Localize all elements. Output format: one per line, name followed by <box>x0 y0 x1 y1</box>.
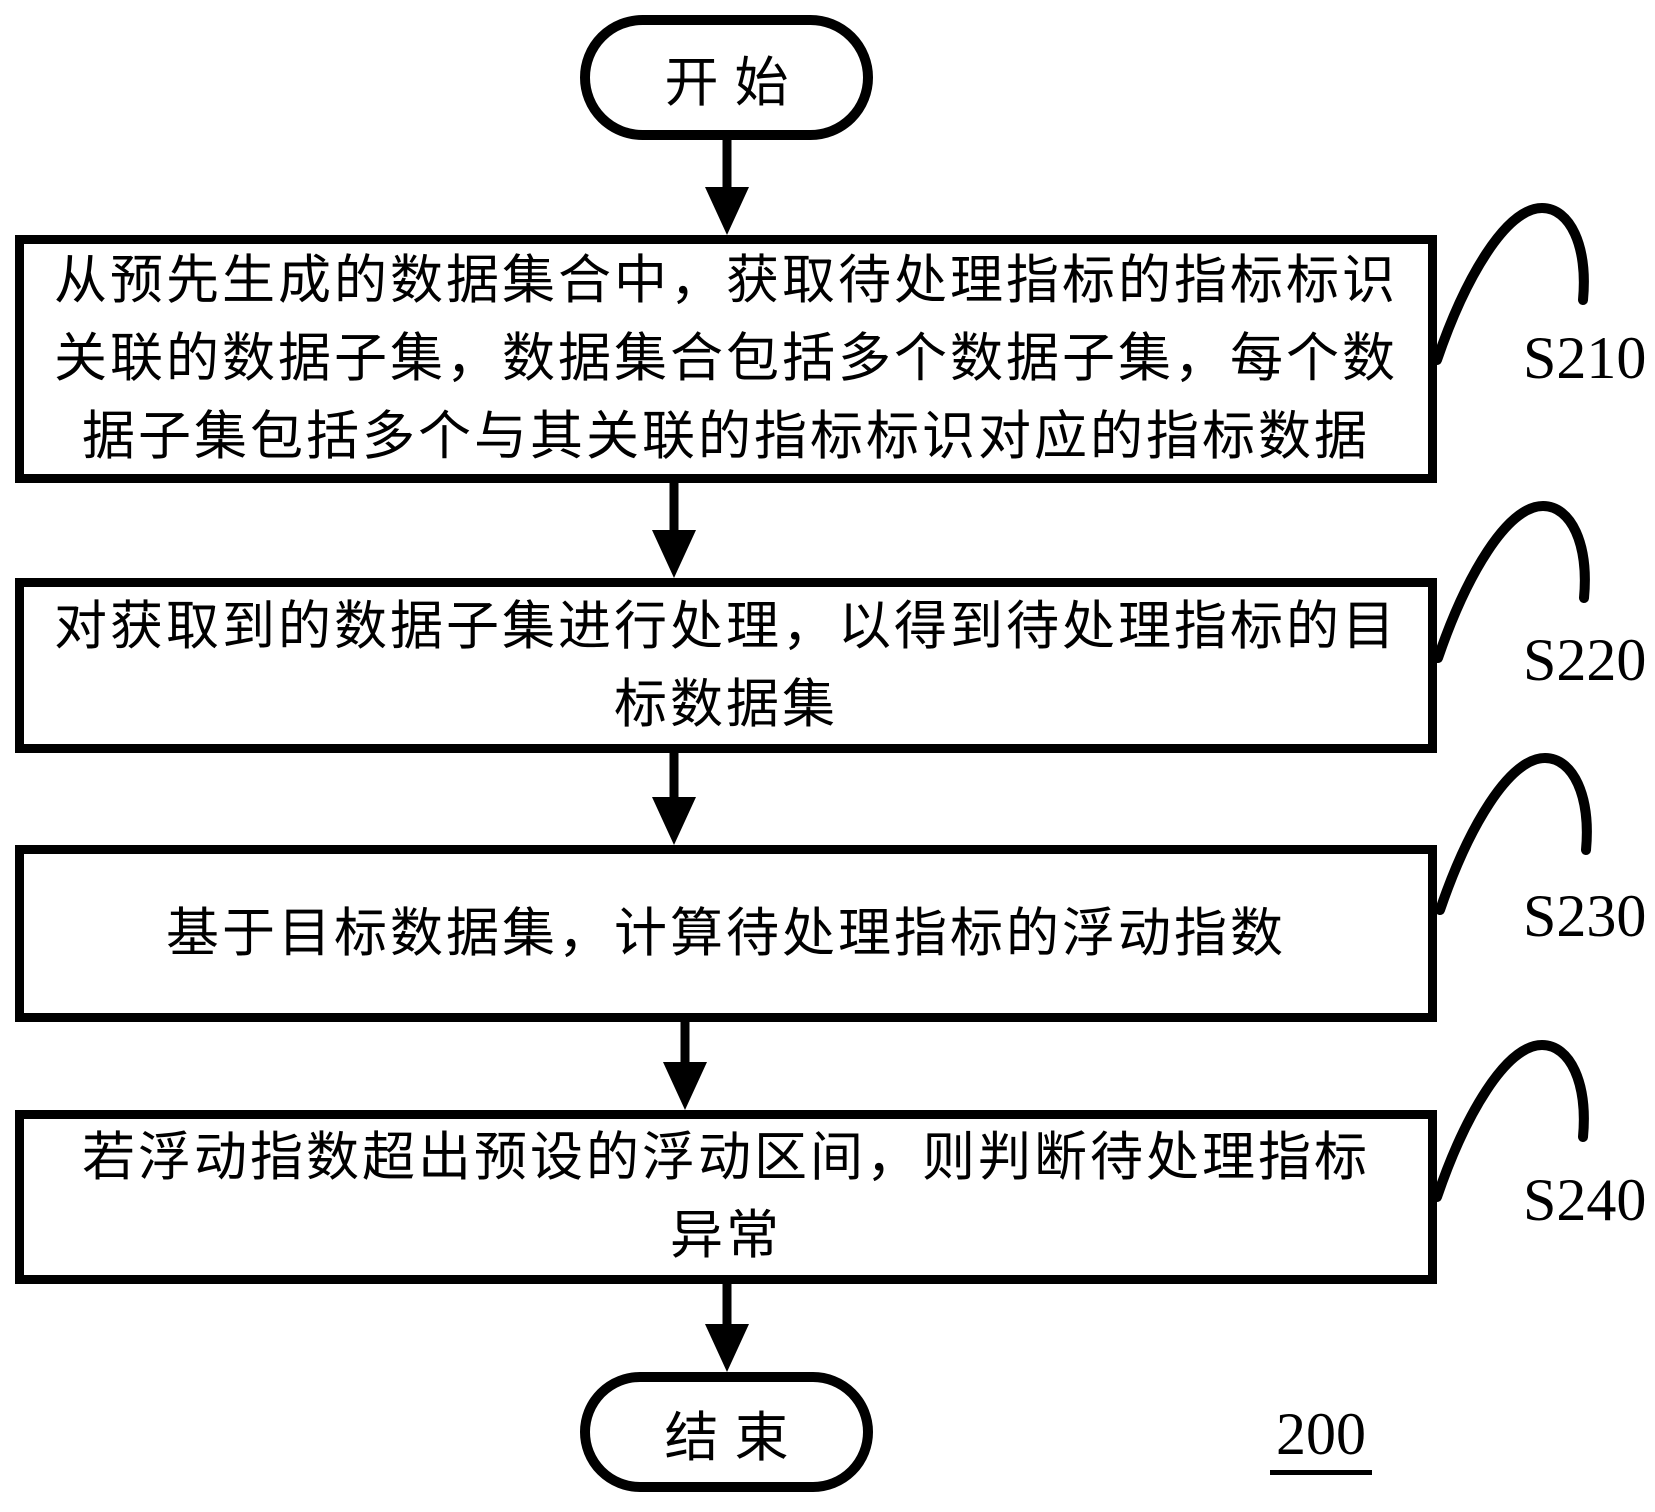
end-terminal-label: 结束 <box>664 1407 805 1468</box>
step-box-s210: 从预先生成的数据集合中，获取待处理指标的指标标识 关联的数据子集，数据集合包括多… <box>15 235 1437 483</box>
step-text-line: 标数据集 <box>614 675 838 734</box>
step-text-line: 基于目标数据集，计算待处理指标的浮动指数 <box>166 904 1286 963</box>
end-terminal: 结束 <box>580 1372 873 1492</box>
step-text-line: 据子集包括多个与其关联的指标标识对应的指标数据 <box>82 408 1370 466</box>
step-text-line: 若浮动指数超出预设的浮动区间，则判断待处理指标 <box>82 1129 1370 1187</box>
leader-curve-icon <box>1433 500 1590 663</box>
arrow-down-icon <box>652 483 696 578</box>
leader-curve-icon <box>1435 752 1592 915</box>
step-text-line: 关联的数据子集，数据集合包括多个数据子集，每个数 <box>54 330 1398 388</box>
leader-curve-icon <box>1432 202 1589 365</box>
step-id-label-s230: S230 <box>1523 883 1647 949</box>
step-text-line: 异常 <box>670 1207 782 1265</box>
step-box-s220: 对获取到的数据子集进行处理，以得到待处理指标的目 标数据集 <box>15 578 1437 753</box>
step-text-line: 对获取到的数据子集进行处理，以得到待处理指标的目 <box>54 597 1398 656</box>
step-box-s240: 若浮动指数超出预设的浮动区间，则判断待处理指标 异常 <box>15 1110 1437 1284</box>
step-text-line: 从预先生成的数据集合中，获取待处理指标的指标标识 <box>54 252 1398 310</box>
start-terminal: 开始 <box>580 15 873 140</box>
step-id-label-s240: S240 <box>1523 1167 1647 1233</box>
arrow-down-icon <box>652 753 696 845</box>
leader-curve-icon <box>1432 1039 1589 1202</box>
arrow-down-icon <box>705 1284 749 1372</box>
start-terminal-label: 开始 <box>664 53 805 113</box>
arrow-down-icon <box>705 140 749 235</box>
step-id-label-s210: S210 <box>1523 325 1647 391</box>
arrow-down-icon <box>663 1022 707 1110</box>
step-id-label-s220: S220 <box>1523 627 1647 693</box>
step-box-s230: 基于目标数据集，计算待处理指标的浮动指数 <box>15 845 1437 1022</box>
figure-number: 200 <box>1270 1404 1372 1475</box>
